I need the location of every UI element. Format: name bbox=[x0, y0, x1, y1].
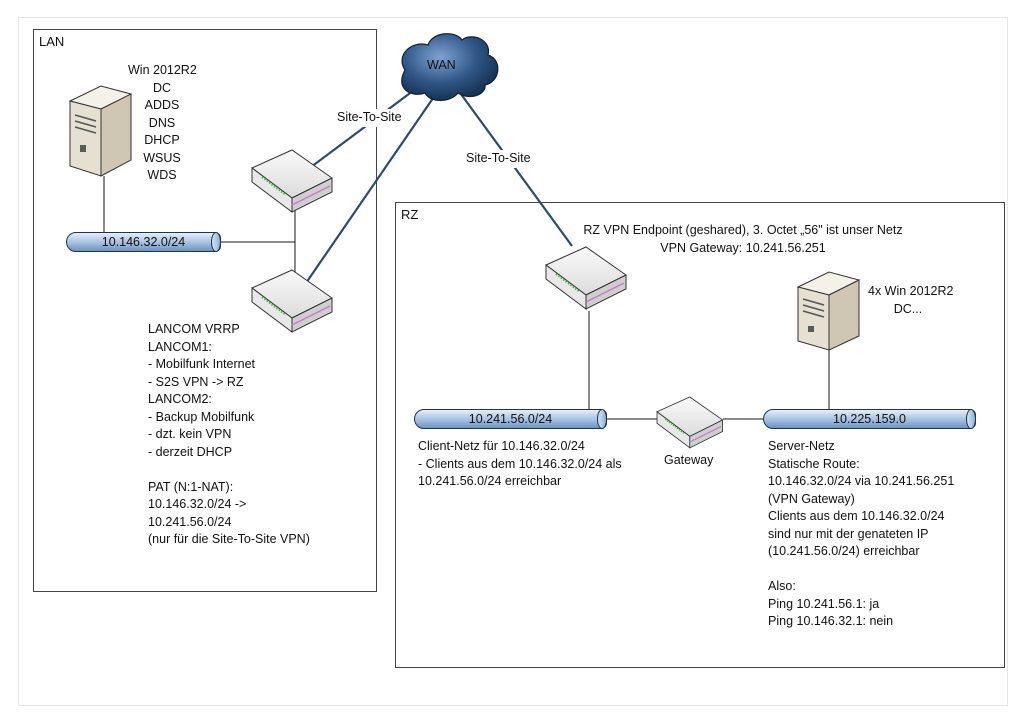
server-note-line: Also: bbox=[768, 579, 796, 593]
pipe-end-cap bbox=[211, 232, 221, 252]
lan-subnet-pipe: 10.146.32.0/24 bbox=[66, 232, 221, 252]
router-icon bbox=[251, 149, 333, 213]
lancom-note-line: LANCOM1: bbox=[148, 339, 212, 354]
rz-endpoint-labels: RZ VPN Endpoint (geshared), 3. Octet „56… bbox=[548, 222, 938, 257]
rz-server-line: DC... bbox=[893, 301, 923, 316]
lancom-note-line: - Mobilfunk Internet bbox=[148, 357, 255, 371]
rz-server-line: 4x Win 2012R2 bbox=[868, 284, 954, 298]
gateway-label: Gateway bbox=[664, 453, 714, 467]
lan-zone-title: LAN bbox=[39, 34, 65, 49]
client-note-line: - Clients aus dem 10.146.32.0/24 als bbox=[418, 456, 622, 471]
pipe-end-cap bbox=[597, 409, 607, 429]
router-icon bbox=[656, 396, 724, 449]
lancom-note-line: LANCOM2: bbox=[148, 392, 212, 406]
rz-server-labels: 4x Win 2012R2 DC... bbox=[868, 283, 954, 318]
server-note-line bbox=[768, 561, 954, 579]
client-notes: Client-Netz für 10.146.32.0/24 - Clients… bbox=[418, 438, 622, 491]
lan-server-line: WSUS bbox=[143, 150, 181, 165]
client-subnet-label: 10.241.56.0/24 bbox=[468, 412, 553, 426]
lan-server-line: Win 2012R2 bbox=[128, 63, 197, 77]
server-note-line: Ping 10.241.56.1: ja bbox=[768, 596, 880, 611]
lan-zone: LAN bbox=[33, 29, 377, 592]
lancom-notes: LANCOM VRRP LANCOM1: - Mobilfunk Interne… bbox=[148, 321, 310, 549]
pipe-end-cap bbox=[966, 409, 976, 429]
server-note-line: Clients aus dem 10.146.32.0/24 bbox=[768, 509, 945, 523]
rz-zone-title: RZ bbox=[401, 207, 419, 222]
lancom-note-line: 10.146.32.0/24 -> bbox=[148, 497, 247, 511]
lan-server-line: ADDS bbox=[144, 98, 180, 112]
lan-subnet-label: 10.146.32.0/24 bbox=[101, 235, 186, 249]
lancom-note-line: - Backup Mobilfunk bbox=[148, 409, 255, 424]
server-note-line: Statische Route: bbox=[768, 456, 860, 471]
lancom-note-line: - derzeit DHCP bbox=[148, 444, 233, 459]
lancom-note-line: LANCOM VRRP bbox=[148, 322, 240, 336]
client-note-line: Client-Netz für 10.146.32.0/24 bbox=[418, 439, 585, 453]
server-subnet-pipe: 10.225.159.0 bbox=[763, 409, 976, 429]
server-notes: Server-Netz Statische Route: 10.146.32.0… bbox=[768, 438, 954, 631]
wan-label: WAN bbox=[427, 58, 456, 72]
lan-server-line: DHCP bbox=[144, 133, 180, 147]
server-note-line: sind nur mit der genateten IP bbox=[768, 526, 929, 541]
lancom-note-line: PAT (N:1-NAT): bbox=[148, 479, 234, 494]
rz-zone: RZ bbox=[395, 202, 1005, 668]
site-to-site-left-label: Site-To-Site bbox=[337, 109, 402, 127]
lan-server-line: WDS bbox=[147, 168, 177, 182]
lan-server-labels: Win 2012R2 DC ADDS DNS DHCP WSUS WDS bbox=[128, 62, 197, 185]
client-subnet-pipe: 10.241.56.0/24 bbox=[414, 409, 607, 429]
vpn-link-rz bbox=[457, 89, 573, 247]
router-icon bbox=[251, 269, 333, 333]
server-note-line: Ping 10.146.32.1: nein bbox=[768, 614, 894, 628]
lan-server-line: DC bbox=[152, 80, 172, 95]
server-note-line: (10.241.56.0/24) erreichbar bbox=[768, 544, 920, 558]
lan-server-line: DNS bbox=[148, 115, 176, 130]
rz-endpoint-line2: VPN Gateway: 10.241.56.251 bbox=[660, 240, 826, 255]
vpn-link-router2 bbox=[305, 87, 441, 284]
server-note-line: (VPN Gateway) bbox=[768, 491, 855, 506]
server-note-line: 10.146.32.0/24 via 10.241.56.251 bbox=[768, 474, 955, 488]
server-note-line: Server-Netz bbox=[768, 439, 835, 453]
server-subnet-label: 10.225.159.0 bbox=[833, 412, 906, 426]
lancom-note-line: 10.241.56.0/24 bbox=[148, 514, 232, 529]
site-to-site-right-label: Site-To-Site bbox=[466, 150, 531, 168]
client-note-line: 10.241.56.0/24 erreichbar bbox=[418, 474, 562, 488]
lancom-note-line: - dzt. kein VPN bbox=[148, 427, 232, 441]
page-frame bbox=[18, 17, 1008, 706]
lancom-note-line: (nur für die Site-To-Site VPN) bbox=[148, 532, 310, 546]
rz-endpoint-line1: RZ VPN Endpoint (geshared), 3. Octet „56… bbox=[583, 223, 903, 237]
lancom-note-line: - S2S VPN -> RZ bbox=[148, 374, 244, 389]
router-icon bbox=[545, 246, 627, 310]
